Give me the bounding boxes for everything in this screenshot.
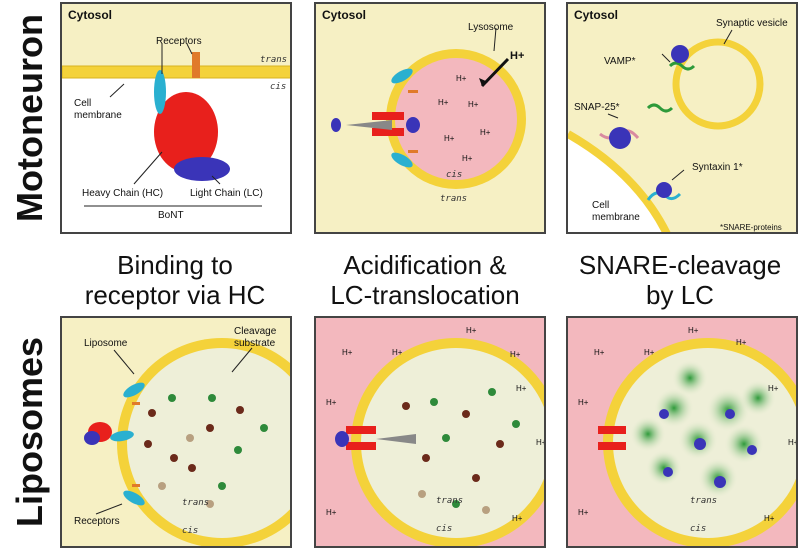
p2-hplus-4: H+: [480, 128, 491, 137]
p5-hplus-8: H+: [326, 508, 337, 517]
title-binding-line2: receptor via HC: [84, 280, 266, 310]
p5-hplus-2: H+: [392, 348, 403, 357]
p6-hplus-3: H+: [688, 326, 699, 335]
p6-hplus-9: H+: [764, 514, 775, 523]
p6-hplus-7: H+: [578, 398, 589, 407]
panel-snare-motoneuron: Cytosol Synaptic vesicle VAMP* SNAP-25* …: [566, 2, 798, 234]
panel-snare-liposomes: H+ H+ H+ H+ H+ H+ H+ H+ H+ trans cis: [566, 316, 798, 548]
p3-cytosol-label: Cytosol: [574, 8, 619, 22]
p3-syntaxin-label: Syntaxin 1*: [692, 162, 743, 173]
panel-binding-motoneuron: Cytosol Receptors trans cis Cell membran…: [60, 2, 292, 234]
p2-hplus-outer: H+: [510, 50, 525, 62]
panel1-graphic: [62, 4, 290, 207]
p6-trans-label: trans: [690, 496, 718, 506]
row-label-motoneuron: Motoneuron: [0, 0, 60, 236]
panel2-graphic: [331, 27, 526, 189]
p2-cytosol-label: Cytosol: [322, 8, 367, 22]
title-acidification-line1: Acidification &: [343, 250, 507, 280]
p3-synaptic-vesicle-label: Synaptic vesicle: [716, 18, 788, 29]
p5-cis-label: cis: [436, 524, 453, 534]
p3-footnote: *SNARE-proteins: [720, 223, 782, 232]
p1-light-chain-label: Light Chain (LC): [190, 188, 263, 199]
p6-hplus-1: H+: [594, 348, 605, 357]
p1-trans-label: trans: [260, 55, 288, 65]
panel-acidification-liposomes: H+ H+ H+ H+ H+ H+ H+ H+ H+ trans cis: [314, 316, 546, 548]
row-label-liposomes: Liposomes: [0, 312, 60, 551]
title-acidification: Acidification & LC-translocation: [300, 250, 550, 310]
panel-acidification-motoneuron: Cytosol Lysosome H+ H+ H+ H+ H+ H+ H+ ci…: [314, 2, 546, 234]
p5-hplus-1: H+: [342, 348, 353, 357]
p2-hplus-6: H+: [462, 154, 473, 163]
title-binding: Binding to receptor via HC: [50, 250, 300, 310]
panel6-graphic: [598, 338, 796, 546]
p2-cis-label: cis: [446, 170, 463, 180]
p6-cis-label: cis: [690, 524, 707, 534]
p1-cytosol-label: Cytosol: [68, 8, 113, 22]
p4-trans-label: trans: [182, 498, 210, 508]
p6-hplus-5: H+: [768, 384, 779, 393]
p4-cis-label: cis: [182, 526, 199, 536]
p5-hplus-5: H+: [326, 398, 337, 407]
p5-trans-label: trans: [436, 496, 464, 506]
p5-hplus-9: H+: [512, 514, 523, 523]
p5-hplus-3: H+: [466, 326, 477, 335]
p3-snap25-label: SNAP-25*: [574, 102, 620, 113]
p6-hplus-2: H+: [644, 348, 655, 357]
title-snare: SNARE-cleavage by LC: [555, 250, 800, 310]
row-label-liposomes-text: Liposomes: [9, 336, 51, 527]
p5-hplus-4: H+: [510, 350, 521, 359]
p6-hplus-8: H+: [578, 508, 589, 517]
p1-heavy-chain-label: Heavy Chain (HC): [82, 188, 164, 199]
p3-vamp-label: VAMP*: [604, 56, 636, 67]
p2-hplus-5: H+: [444, 134, 455, 143]
p2-hplus-2: H+: [438, 98, 449, 107]
p1-cis-label: cis: [270, 82, 287, 92]
panel5-graphic: [335, 338, 544, 546]
p5-hplus-6: H+: [516, 384, 527, 393]
panel-binding-liposomes: Liposome Cleavage substrate Receptors tr…: [60, 316, 292, 548]
p3-membrane-label: membrane: [592, 212, 640, 223]
p2-trans-label: trans: [440, 194, 468, 204]
panel3-graphic: [568, 29, 764, 232]
p1-membrane-label: membrane: [74, 110, 122, 121]
panel4-graphic: [84, 338, 290, 546]
p3-cell-label: Cell: [592, 200, 610, 211]
p5-hplus-7: H+: [536, 438, 546, 447]
p2-lysosome-label: Lysosome: [468, 22, 514, 33]
title-snare-line1: SNARE-cleavage: [578, 250, 782, 280]
title-binding-line1: Binding to: [117, 250, 233, 280]
title-acidification-line2: LC-translocation: [330, 280, 520, 310]
row-label-motoneuron-text: Motoneuron: [9, 14, 51, 222]
p2-hplus-1: H+: [456, 74, 467, 83]
p4-liposome-label: Liposome: [84, 338, 128, 349]
p6-hplus-6: H+: [788, 438, 798, 447]
p2-hplus-3: H+: [468, 100, 479, 109]
p4-cleavage-label: Cleavage: [234, 326, 277, 337]
p1-cell-label: Cell: [74, 98, 92, 109]
p4-receptors-label: Receptors: [74, 516, 120, 527]
p4-substrate-label: substrate: [234, 338, 276, 349]
p6-hplus-4: H+: [736, 338, 747, 347]
title-snare-line2: by LC: [646, 280, 714, 310]
p1-bont-label: BoNT: [158, 210, 184, 221]
p1-receptors-label: Receptors: [156, 36, 202, 47]
